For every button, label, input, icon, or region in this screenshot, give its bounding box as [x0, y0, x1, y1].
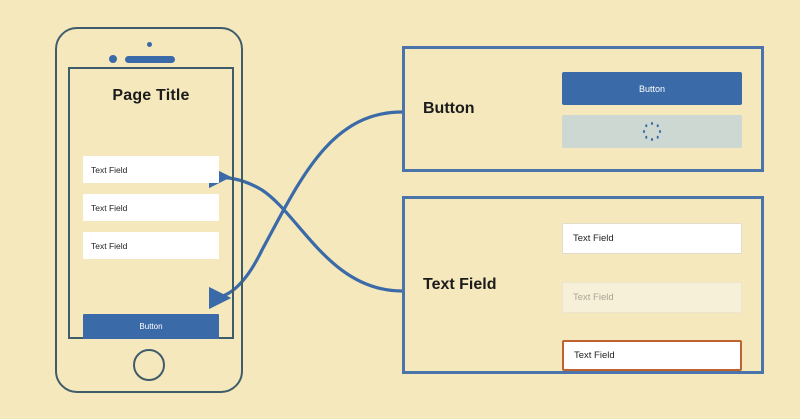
page-title: Page Title: [112, 87, 190, 104]
phone-text-field-1[interactable]: Text Field: [83, 156, 219, 183]
speaker-bar-icon: [125, 56, 175, 63]
button-sample-loading[interactable]: [562, 115, 742, 148]
phone-screen: Page Title Text Field Text Field Text Fi…: [68, 67, 234, 339]
text-field-panel-label: Text Field: [423, 276, 497, 293]
phone-text-field-3[interactable]: Text Field: [83, 232, 219, 259]
text-field-sample-error[interactable]: Text Field: [562, 340, 742, 371]
phone-text-field-2[interactable]: Text Field: [83, 194, 219, 221]
loading-spinner-icon: [642, 122, 662, 142]
button-sample-default[interactable]: Button: [562, 72, 742, 105]
button-spec-panel: Button Button: [402, 46, 764, 172]
camera-dot-icon: [147, 42, 152, 47]
text-field-sample-disabled: Text Field: [562, 282, 742, 313]
phone-primary-button[interactable]: Button: [83, 314, 219, 339]
sensor-dot-icon: [109, 55, 117, 63]
button-panel-label: Button: [423, 100, 475, 117]
home-button-icon[interactable]: [133, 349, 165, 381]
text-field-sample-default[interactable]: Text Field: [562, 223, 742, 254]
phone-device-frame: Page Title Text Field Text Field Text Fi…: [55, 27, 243, 393]
text-field-spec-panel: Text Field Text Field Text Field Text Fi…: [402, 196, 764, 374]
